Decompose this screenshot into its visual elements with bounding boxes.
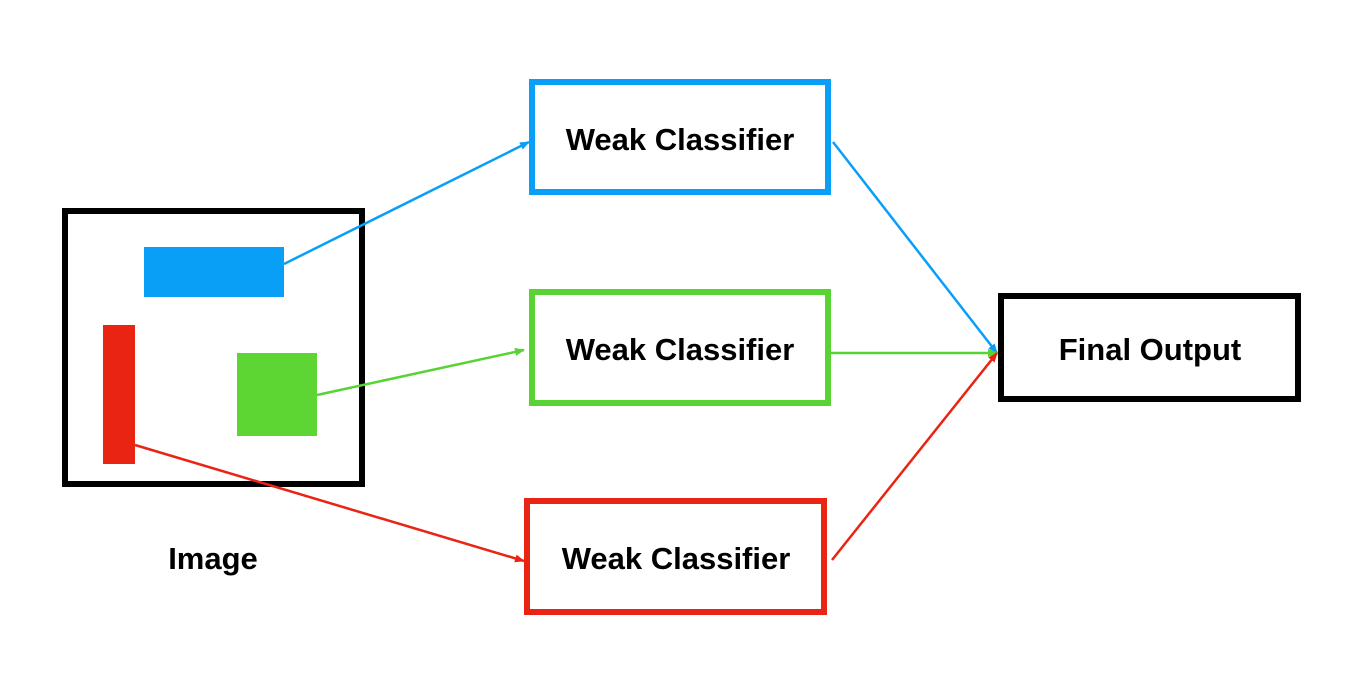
classifier-box-red (524, 498, 827, 615)
arrow-blue-patch-to-classifier (283, 140, 530, 266)
image-label: Image (168, 541, 258, 576)
image-frame (62, 208, 365, 487)
final-output-box (998, 293, 1301, 402)
classifier-box-blue (529, 79, 831, 195)
arrow-red-classifier-to-output (831, 352, 998, 561)
classifier-label-green: Weak Classifier (566, 332, 795, 367)
red-patch (103, 325, 135, 464)
blue-patch (144, 247, 284, 297)
final-output-label: Final Output (1059, 332, 1242, 367)
classifier-box-green (529, 289, 831, 406)
classifier-label-blue: Weak Classifier (566, 122, 795, 157)
green-patch (237, 353, 317, 436)
arrow-red-patch-to-classifier (134, 443, 525, 563)
arrow-green-patch-to-classifier (316, 348, 525, 397)
classifier-label-red: Weak Classifier (562, 541, 791, 576)
arrow-blue-classifier-to-output (832, 141, 998, 354)
